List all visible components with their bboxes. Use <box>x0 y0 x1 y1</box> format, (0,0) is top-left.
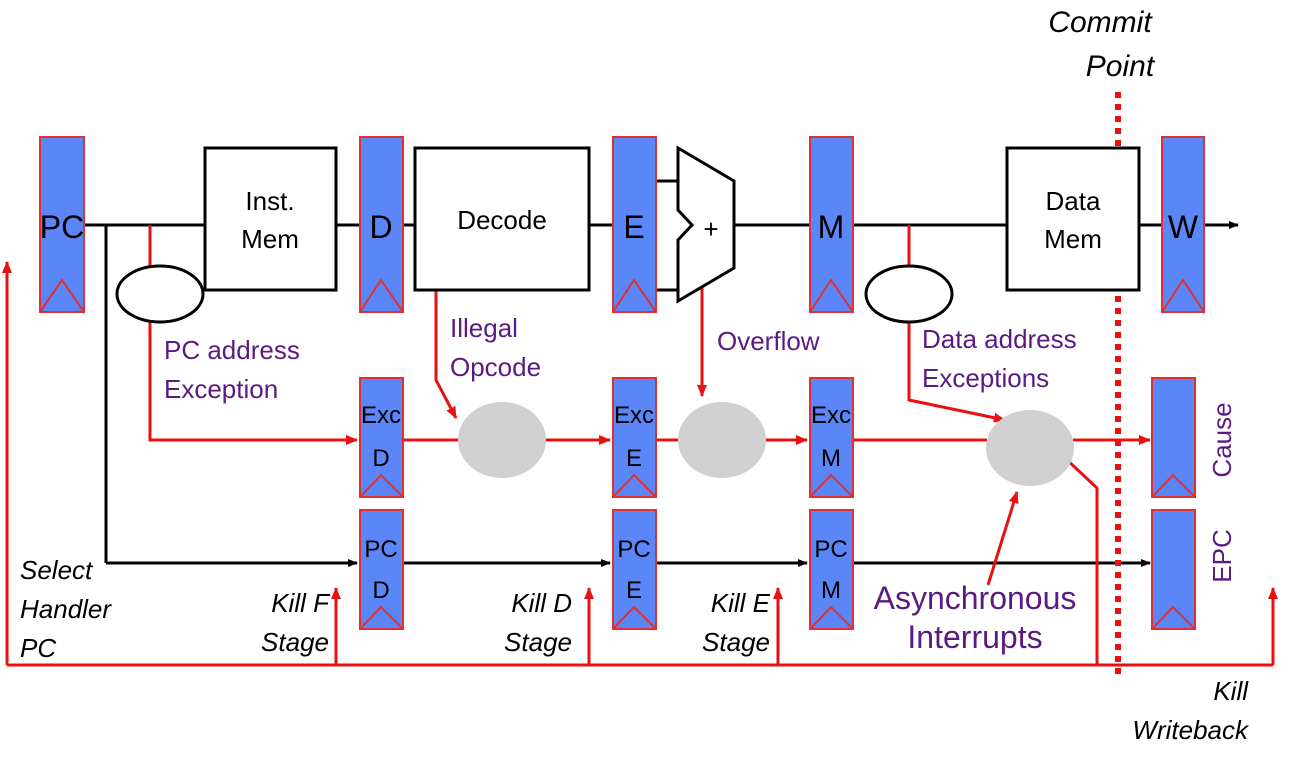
pc-d-label-2: D <box>372 577 389 604</box>
commit-point-label-2: Point <box>1086 50 1156 83</box>
data-address-checker <box>864 264 954 324</box>
pc-d-label-1: PC <box>364 536 397 563</box>
commit-point-label-1: Commit <box>1048 6 1153 39</box>
select-handler-label-2: Handler <box>20 594 112 624</box>
pc-m-register: PC M <box>809 509 854 630</box>
exc-d-label-2: D <box>372 445 389 472</box>
pc-address-checker <box>115 264 205 324</box>
data-mem-label-2: Mem <box>1044 224 1102 254</box>
pc-register: PC <box>39 136 85 313</box>
epc-register <box>1151 509 1196 630</box>
pc-register-label: PC <box>40 209 84 245</box>
w-register: W <box>1161 136 1205 313</box>
decode-label: Decode <box>457 205 547 235</box>
overflow-label: Overflow <box>717 326 820 356</box>
combine-node-m <box>986 410 1074 486</box>
d-register: D <box>359 136 404 313</box>
e-register-label: E <box>623 209 644 245</box>
decode-block: Decode <box>413 146 591 292</box>
kill-e-label-2: Stage <box>702 627 770 657</box>
kill-writeback-label-2: Writeback <box>1132 715 1250 745</box>
pc-address-exception-label-2: Exception <box>164 374 278 404</box>
exc-e-register: Exc E <box>612 377 657 498</box>
exc-d-register: Exc D <box>359 377 404 498</box>
combine-node-e <box>678 402 766 478</box>
exc-m-label-1: Exc <box>811 402 851 429</box>
m-register-label: M <box>818 209 845 245</box>
select-handler-label-1: Select <box>20 555 94 585</box>
combine-node-d <box>458 402 546 478</box>
pc-e-label-2: E <box>626 577 642 604</box>
pc-address-exception-label-1: PC address <box>164 335 300 365</box>
epc-label: EPC <box>1207 529 1237 582</box>
illegal-opcode-label-1: Illegal <box>450 313 518 343</box>
pc-d-register: PC D <box>359 509 404 630</box>
data-mem-label-1: Data <box>1046 186 1101 216</box>
data-address-exception-label-2: Exceptions <box>922 363 1049 393</box>
alu-label: + <box>703 214 718 244</box>
exc-m-label-2: M <box>821 445 841 472</box>
datapath-wires <box>84 179 1239 567</box>
exc-d-label-1: Exc <box>361 402 401 429</box>
kill-f-label-2: Stage <box>261 627 329 657</box>
select-handler-label-3: PC <box>20 633 56 663</box>
exc-e-label-2: E <box>626 445 642 472</box>
kill-e-label-1: Kill E <box>711 588 771 618</box>
cause-register <box>1151 377 1196 498</box>
pc-e-register: PC E <box>612 509 657 630</box>
w-register-label: W <box>1168 209 1199 245</box>
e-register: E <box>612 136 657 313</box>
cause-label: Cause <box>1207 402 1237 477</box>
kill-d-label-1: Kill D <box>511 588 572 618</box>
pc-e-label-1: PC <box>617 536 650 563</box>
async-interrupts-label-2: Interrupts <box>907 619 1042 655</box>
m-register: M <box>809 136 854 313</box>
exc-m-register: Exc M <box>809 377 854 498</box>
inst-mem-block: Inst. Mem <box>203 146 338 292</box>
inst-mem-label-1: Inst. <box>245 186 294 216</box>
pc-m-label-2: M <box>821 577 841 604</box>
exc-e-label-1: Exc <box>614 402 654 429</box>
alu-block: + <box>676 145 736 304</box>
data-address-exception-label-1: Data address <box>922 324 1077 354</box>
inst-mem-label-2: Mem <box>241 224 299 254</box>
pc-m-label-1: PC <box>814 536 847 563</box>
kill-d-label-2: Stage <box>504 627 572 657</box>
kill-f-label-1: Kill F <box>271 588 331 618</box>
async-interrupts-label-1: Asynchronous <box>874 580 1077 616</box>
kill-writeback-label-1: Kill <box>1213 676 1249 706</box>
d-register-label: D <box>369 209 392 245</box>
illegal-opcode-label-2: Opcode <box>450 352 541 382</box>
data-mem-block: Data Mem <box>1005 146 1141 292</box>
